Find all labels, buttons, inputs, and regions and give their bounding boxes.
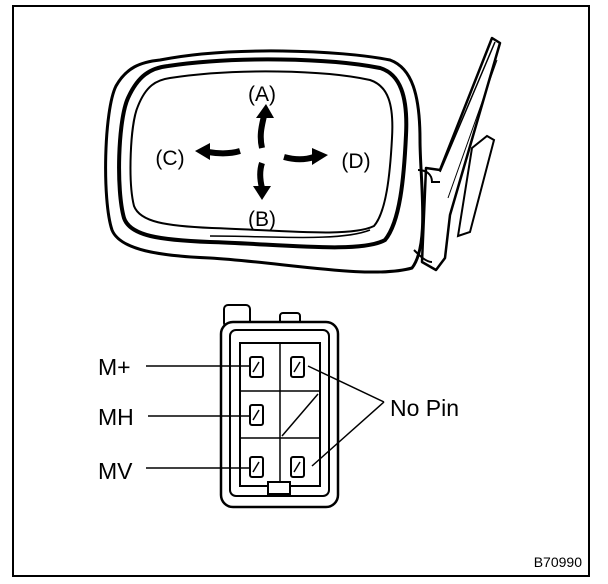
leader-line-no-pin-bottom xyxy=(311,401,385,467)
terminal-empty-top-right xyxy=(290,356,305,378)
arrow-right-shaft xyxy=(283,154,315,163)
mirror-hinge-block xyxy=(456,134,496,238)
arrow-up-icon xyxy=(256,104,274,118)
direction-label-c: (C) xyxy=(155,147,184,170)
leader-line-no-pin-top xyxy=(307,365,385,403)
connector-key xyxy=(267,481,291,495)
arrow-left-icon xyxy=(195,143,210,160)
terminal-pin-m-plus xyxy=(249,356,264,378)
connector: M+ MH MV No Pin xyxy=(98,304,459,509)
figure-frame xyxy=(12,5,590,577)
direction-label-d: (D) xyxy=(341,150,370,173)
arrow-down-shaft xyxy=(257,162,265,189)
terminal-pin-mh xyxy=(249,404,264,426)
no-pin-label: No Pin xyxy=(390,395,459,421)
direction-label-b: (B) xyxy=(248,208,276,231)
terminal-label-mv: MV xyxy=(98,458,133,484)
terminal-pin-mv xyxy=(249,456,264,478)
direction-label-a: (A) xyxy=(248,83,276,106)
mirror-glass xyxy=(129,70,394,234)
mirror-arm xyxy=(420,36,502,272)
adjustment-arrows: (A) (B) (C) (D) xyxy=(155,83,370,231)
arrow-up-shaft xyxy=(257,115,267,149)
figure-id: B70990 xyxy=(534,554,582,570)
mirror-assembly xyxy=(104,36,502,274)
blocked-cavity-mark xyxy=(281,393,319,437)
terminal-label-m-plus: M+ xyxy=(98,354,131,380)
arrow-down-icon xyxy=(253,186,271,200)
terminal-label-mh: MH xyxy=(98,404,134,430)
arrow-left-shaft xyxy=(207,148,241,157)
arrow-right-icon xyxy=(312,148,328,165)
terminal-empty-bottom-right xyxy=(290,456,305,478)
